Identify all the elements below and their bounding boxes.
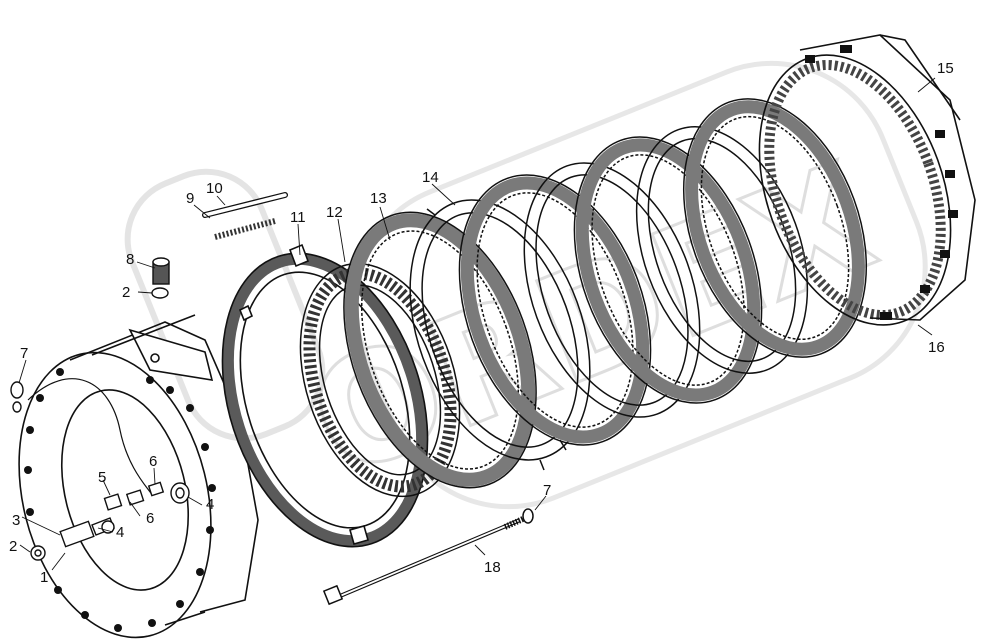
watermark: ORDEX — [124, 60, 928, 513]
friction-disc-d — [682, 98, 868, 358]
label-5: 5 — [98, 469, 106, 486]
label-7-left: 7 — [20, 345, 28, 362]
label-6-lower: 6 — [146, 510, 154, 527]
label-8: 8 — [126, 251, 134, 268]
label-10: 10 — [206, 180, 223, 197]
label-11: 11 — [290, 209, 306, 226]
label-4-right: 4 — [206, 496, 214, 513]
friction-disc-part-13 — [343, 211, 537, 489]
housing-fittings — [10, 381, 190, 561]
label-14: 14 — [422, 169, 439, 186]
label-15: 15 — [937, 60, 954, 77]
label-18: 18 — [484, 559, 501, 576]
steel-plate-b — [523, 162, 701, 418]
label-12: 12 — [326, 204, 343, 221]
label-3: 3 — [12, 512, 20, 529]
label-2-upper: 2 — [122, 284, 130, 301]
drum-part-15 — [758, 34, 976, 326]
part-labels: 1 2 3 4 4 5 6 6 7 7 8 2 9 10 11 12 13 14… — [9, 60, 954, 586]
housing-part-1 — [18, 314, 259, 639]
label-4-lower: 4 — [116, 524, 124, 541]
label-7-bolt: 7 — [543, 482, 551, 499]
label-16: 16 — [928, 339, 945, 356]
pressure-ring-part-11 — [221, 243, 429, 548]
steel-plate-part-14 — [409, 199, 591, 471]
label-6-upper: 6 — [149, 453, 157, 470]
leader-lines — [18, 77, 936, 571]
label-2-lower: 2 — [9, 538, 17, 555]
small-parts-8-9-10 — [151, 192, 288, 299]
label-13: 13 — [370, 190, 387, 207]
label-1: 1 — [40, 569, 48, 586]
friction-disc-c — [573, 136, 763, 404]
bolt-part-18 — [322, 508, 534, 606]
friction-disc-b — [458, 174, 652, 446]
drum-slots — [805, 45, 958, 320]
label-9: 9 — [186, 190, 194, 207]
